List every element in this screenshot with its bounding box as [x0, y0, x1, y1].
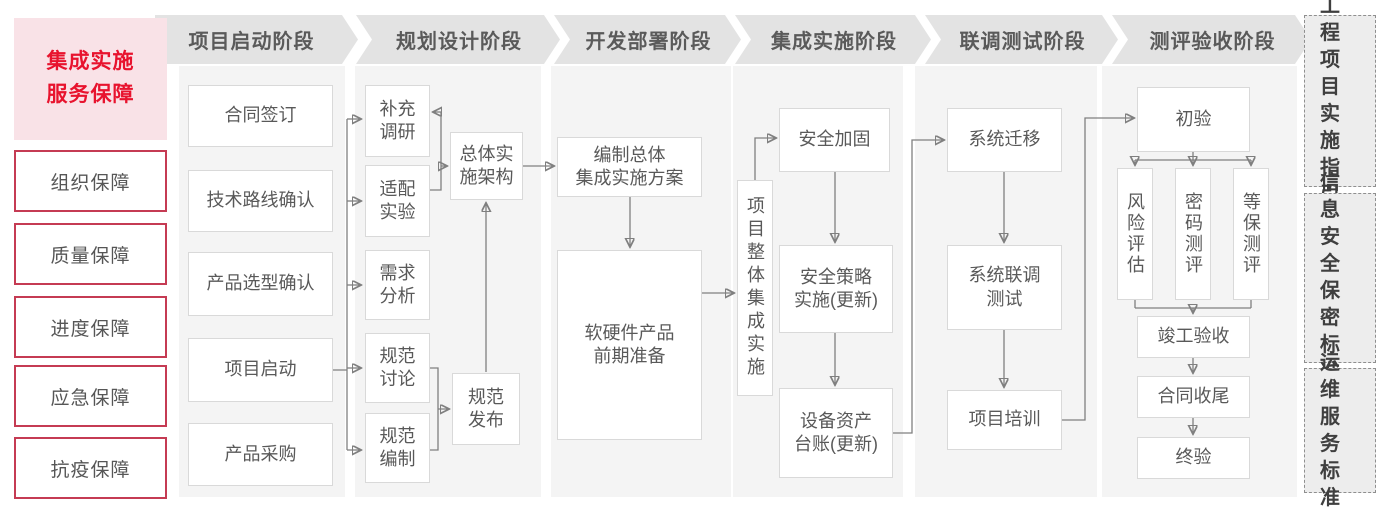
standard-row: 工程 — [1320, 0, 1355, 44]
standard-row: 标准 — [1320, 459, 1355, 509]
box-contract-signing: 合同签订 — [188, 85, 333, 147]
box-overall-integration-implementation: 项目整体集成实施 — [737, 180, 773, 396]
box-tech-route-confirm: 技术路线确认 — [188, 170, 333, 232]
sidebar-item-epidemic: 抗疫保障 — [14, 437, 167, 499]
standard-operation-service: 运维 服务 标准 — [1304, 352, 1376, 509]
phase-header-joint-test: 联调测试阶段 — [925, 15, 1118, 64]
box-completion-acceptance: 竣工验收 — [1137, 316, 1250, 358]
phase-header-label: 联调测试阶段 — [959, 31, 1086, 53]
phase-header-label: 集成实施阶段 — [771, 31, 897, 53]
box-project-training: 项目培训 — [947, 390, 1062, 450]
standard-row: 保密 — [1320, 280, 1355, 329]
box-project-kickoff: 项目启动 — [188, 338, 333, 402]
standard-row: 信息 — [1320, 172, 1355, 221]
box-spec-release: 规范 发布 — [452, 373, 520, 445]
phase-header-label: 开发部署阶段 — [585, 31, 712, 53]
box-asset-ledger-update: 设备资产 台账(更新) — [779, 388, 893, 478]
sidebar-item-organization: 组织保障 — [14, 150, 167, 212]
box-security-hardening: 安全加固 — [779, 108, 890, 172]
box-joint-debugging-test: 系统联调 测试 — [947, 245, 1062, 330]
sidebar-item-emergency: 应急保障 — [14, 365, 167, 427]
box-overall-implementation-architecture: 总体实 施架构 — [450, 132, 523, 200]
box-product-procurement: 产品采购 — [188, 423, 333, 486]
phase-header-project-kickoff: 项目启动阶段 — [155, 15, 358, 64]
box-contract-closure: 合同收尾 — [1137, 376, 1250, 418]
phase-header-dev-deploy: 开发部署阶段 — [554, 15, 741, 64]
box-security-policy-implementation: 安全策略 实施(更新) — [779, 245, 893, 333]
sidebar-item-quality: 质量保障 — [14, 223, 167, 285]
standard-project-implementation-guide: 工程 项目 实施 指引 — [1304, 0, 1376, 206]
phase-header-label: 项目启动阶段 — [188, 31, 315, 53]
box-initial-acceptance: 初验 — [1137, 87, 1250, 152]
standard-row: 服务 — [1320, 405, 1355, 455]
box-spec-discussion: 规范 讨论 — [365, 333, 430, 403]
box-crypto-evaluation: 密码测评 — [1175, 168, 1211, 300]
sidebar-item-schedule: 进度保障 — [14, 296, 167, 358]
phase-header-evaluation-acceptance: 测评验收阶段 — [1112, 15, 1311, 64]
box-system-migration: 系统迁移 — [947, 108, 1062, 172]
box-spec-drafting: 规范 编制 — [365, 413, 430, 483]
box-risk-assessment: 风险评估 — [1117, 168, 1153, 300]
phase-header-integration: 集成实施阶段 — [735, 15, 931, 64]
box-mlps-evaluation: 等保测评 — [1233, 168, 1269, 300]
box-product-selection-confirm: 产品选型确认 — [188, 252, 333, 316]
phase-header-label: 测评验收阶段 — [1149, 31, 1276, 53]
phase-header-planning-design: 规划设计阶段 — [356, 15, 560, 64]
box-supplementary-research: 补充 调研 — [365, 85, 430, 157]
standard-row: 安全 — [1320, 226, 1355, 275]
sidebar-title: 集成实施 服务保障 — [14, 18, 167, 140]
box-adaptation-test: 适配 实验 — [365, 165, 430, 237]
standard-information-security: 信息 安全 保密 标准 — [1304, 172, 1376, 383]
box-requirement-analysis: 需求 分析 — [365, 250, 430, 320]
standard-row: 实施 — [1320, 103, 1355, 152]
box-overall-integration-plan: 编制总体 集成实施方案 — [557, 137, 702, 197]
standard-row: 运维 — [1320, 351, 1355, 401]
box-final-acceptance: 终验 — [1137, 437, 1250, 479]
box-hw-sw-preparation: 软硬件产品 前期准备 — [557, 250, 702, 440]
phase-header-label: 规划设计阶段 — [396, 31, 522, 53]
standard-row: 项目 — [1320, 49, 1355, 98]
